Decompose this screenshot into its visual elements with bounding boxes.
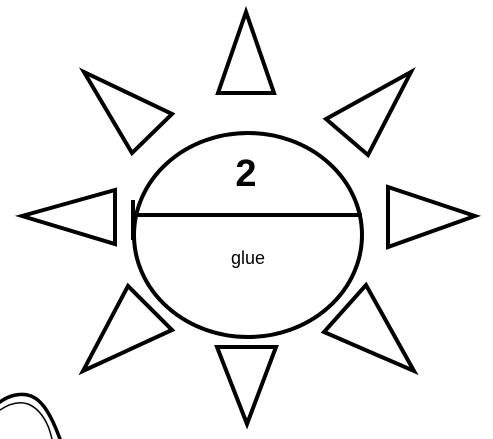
ray-bottom <box>217 347 276 424</box>
ray-top-left <box>84 72 172 153</box>
ray-top <box>218 12 274 93</box>
top-value: 2 <box>235 153 256 195</box>
ray-left <box>22 190 115 244</box>
corner-scribble <box>0 394 60 439</box>
bottom-label: glue <box>231 248 265 268</box>
ray-right <box>388 187 475 247</box>
ray-top-right <box>326 72 411 155</box>
